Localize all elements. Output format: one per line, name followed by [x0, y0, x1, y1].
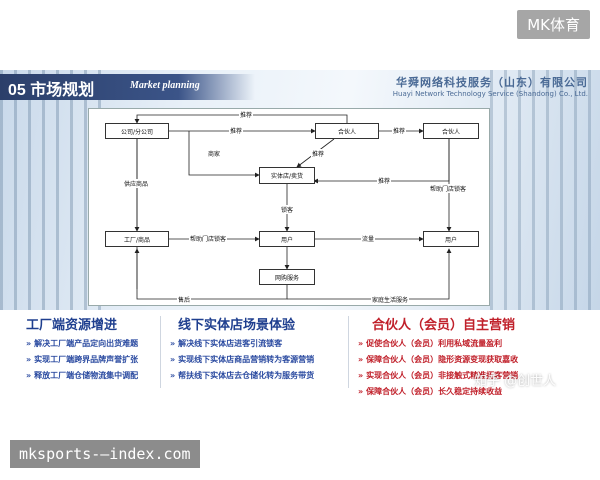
edge-label-after-sale: 售后 [177, 295, 192, 304]
node-partner-1: 合伙人 [315, 123, 379, 139]
edge-label-home-service: 家庭生活服务 [371, 295, 410, 304]
section-divider [160, 316, 161, 388]
list-item: »解决线下实体店进客引流锁客 [170, 339, 283, 348]
edge-label-partner-store: 推荐 [311, 149, 326, 158]
company-name-en: Huayi Network Technology Service (Shando… [392, 90, 588, 98]
chevron-bullet-icon: » [170, 339, 176, 348]
brand-watermark: MK体育 [517, 10, 590, 39]
edge-label-supply: 供应商品 [123, 179, 150, 188]
node-user-1: 用户 [259, 231, 315, 247]
header-bar [0, 74, 255, 100]
list-item: »实现工厂端跨界品牌声誉扩张 [26, 355, 139, 364]
flow-diagram: 公司/分公司 合伙人 合伙人 实体店/卖货 工厂/商品 用户 用户 网购服务 推… [88, 108, 490, 306]
chevron-bullet-icon: » [26, 355, 32, 364]
node-store: 实体店/卖货 [259, 167, 315, 184]
list-item: »保障合伙人（会员）隐形资源变现获取嘉收 [358, 355, 519, 364]
list-item: »帮扶线下实体店去仓储化转为服务带货 [170, 371, 315, 380]
edge-label-top-recommend: 推荐 [239, 110, 254, 119]
section-partner: 合伙人（会员）自主营销 »促使合伙人（会员）利用私域流量盈利 »保障合伙人（会员… [358, 314, 518, 397]
chevron-bullet-icon: » [26, 371, 32, 380]
chevron-bullet-icon: » [358, 339, 364, 348]
edge-label-lock-customer: 锁客 [280, 205, 295, 214]
slide-title-en: Market planning [130, 80, 200, 91]
edge-label-partner2-store: 推荐 [377, 176, 392, 185]
node-company: 公司/分公司 [105, 123, 169, 139]
section-factory-title: 工厂端资源增进 [26, 318, 118, 333]
chevron-bullet-icon: » [358, 371, 364, 380]
chevron-bullet-icon: » [358, 355, 364, 364]
background-stripes-right [490, 70, 600, 310]
edge-label-partner-partner: 推荐 [392, 126, 407, 135]
section-partner-title: 合伙人（会员）自主营销 [372, 318, 516, 333]
list-item: »实现线下实体店商品营销转为客源营销 [170, 355, 315, 364]
chevron-bullet-icon: » [170, 371, 176, 380]
list-item: »解决工厂端产品定向出货难题 [26, 339, 139, 348]
section-factory: 工厂端资源增进 »解决工厂端产品定向出货难题 »实现工厂端跨界品牌声誉扩张 »释… [26, 314, 138, 381]
list-item: »释放工厂端仓储物流集中调配 [26, 371, 139, 380]
edge-label-help-store-lock: 帮助门店锁客 [429, 184, 468, 193]
edge-label-company-partner: 推荐 [229, 126, 244, 135]
section-store: 线下实体店场景体验 »解决线下实体店进客引流锁客 »实现线下实体店商品营销转为客… [170, 314, 314, 381]
node-user-2: 用户 [423, 231, 479, 247]
slide-title: 05 市场规划 [8, 82, 95, 99]
zhihu-watermark: 知乎 @创世人 [474, 374, 557, 389]
edge-label-factory-user: 帮助门店锁客 [189, 234, 228, 243]
chevron-bullet-icon: » [170, 355, 176, 364]
chevron-bullet-icon: » [26, 339, 32, 348]
list-item: »实现合伙人（会员）非接触式精准拓客营销 [358, 371, 519, 380]
node-online-service: 网购服务 [259, 269, 315, 285]
section-store-title: 线下实体店场景体验 [178, 318, 296, 333]
chevron-bullet-icon: » [358, 387, 364, 396]
site-url-watermark: mksports-–index.com [10, 440, 200, 468]
slide: 05 市场规划 Market planning 华舜网络科技服务（山东）有限公司… [0, 70, 600, 400]
list-item: »保障合伙人（会员）长久稳定持续收益 [358, 387, 503, 396]
list-item: »促使合伙人（会员）利用私域流量盈利 [358, 339, 503, 348]
node-partner-2: 合伙人 [423, 123, 479, 139]
edge-label-merchant: 商家 [207, 149, 222, 158]
edge-label-user-flow: 流量 [361, 234, 376, 243]
section-divider [348, 316, 349, 388]
node-factory: 工厂/商品 [105, 231, 169, 247]
company-name-cn: 华舜网络科技服务（山东）有限公司 [396, 76, 588, 89]
